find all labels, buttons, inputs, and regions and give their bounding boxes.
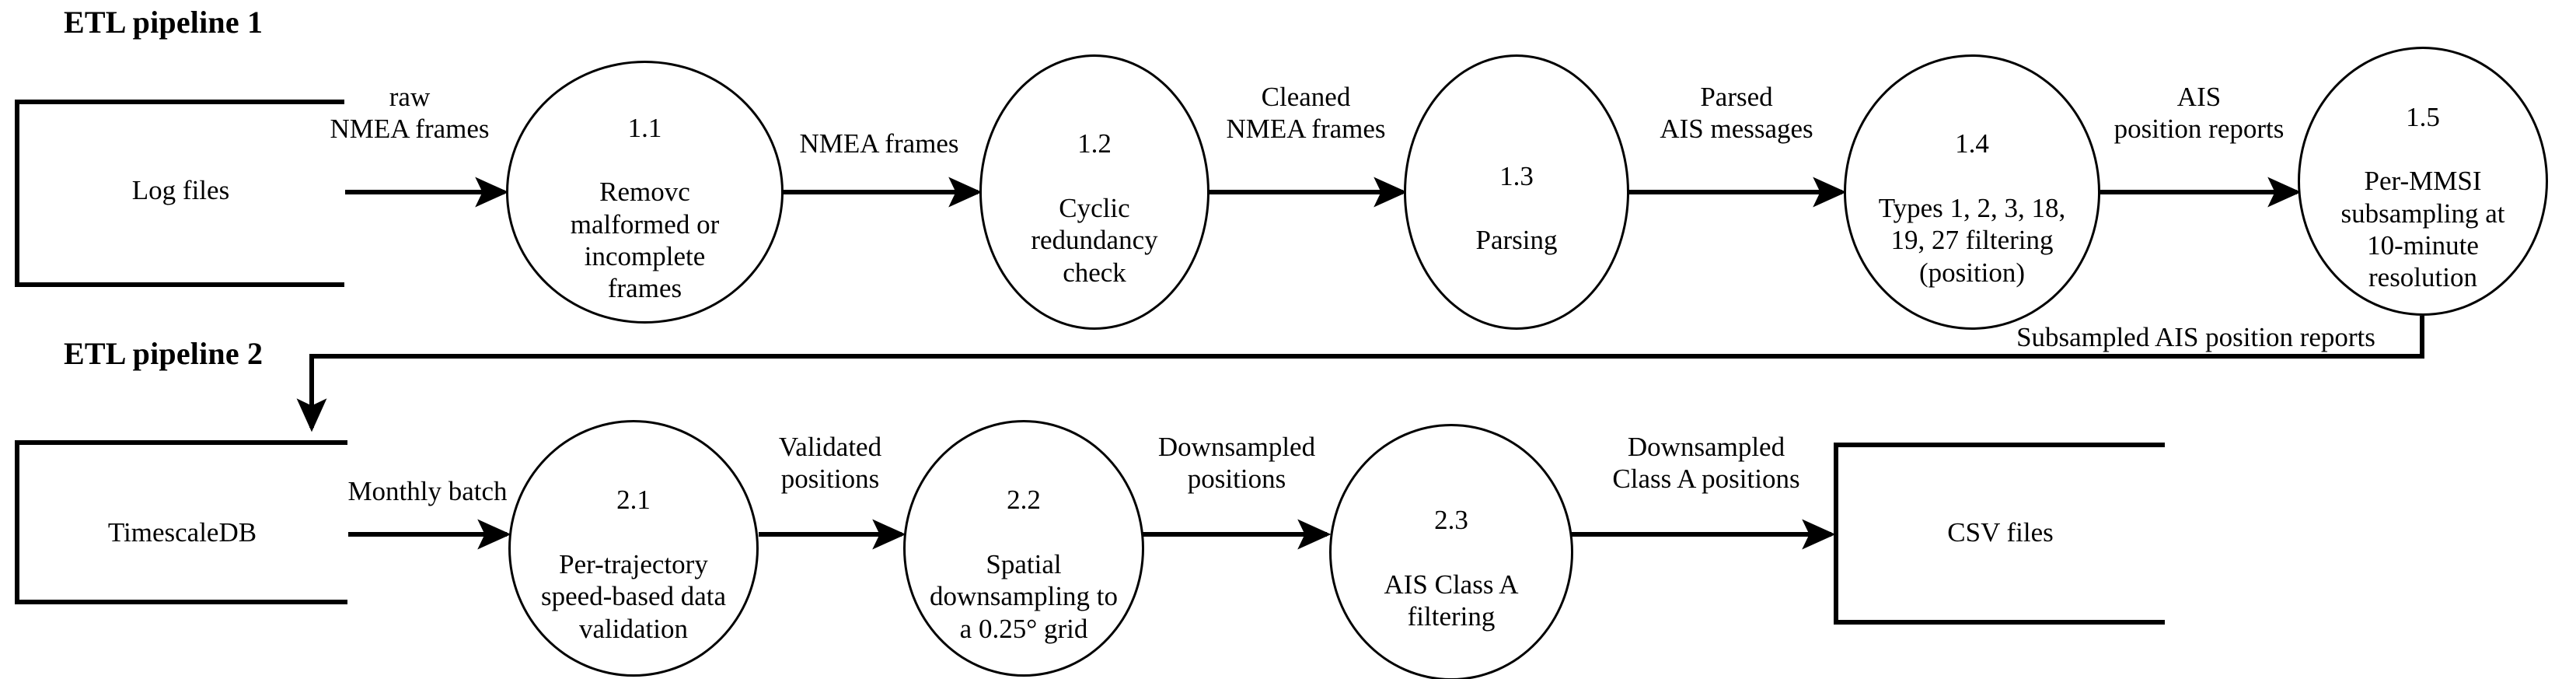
process-2-3-name: AIS Class A filtering <box>1384 569 1519 632</box>
process-1-1-name: Removc malformed or incomplete frames <box>570 177 720 304</box>
store-csv-files-label: CSV files <box>1947 517 2054 548</box>
process-1-5-text: 1.5 Per-MMSI subsampling at 10-minute re… <box>2337 68 2510 293</box>
process-2-1-name: Per-trajectory speed-based data validati… <box>540 549 727 644</box>
flow-label-downsampled-positions: Downsampled positions <box>1157 432 1316 494</box>
store-log-files-label: Log files <box>131 175 230 205</box>
process-2-2-text: 2.2 Spatial downsampling to a 0.25° grid <box>925 452 1122 645</box>
process-1-3-name: Parsing <box>1475 225 1558 256</box>
process-2-1-id: 2.1 <box>616 485 651 516</box>
pipeline-2-title: ETL pipeline 2 <box>64 336 264 371</box>
process-2-2-id: 2.2 <box>1007 485 1041 516</box>
process-1-5-per-mmsi-subsampling[interactable]: 1.5 Per-MMSI subsampling at 10-minute re… <box>2298 47 2548 316</box>
process-1-1-remove-malformed-frames[interactable]: 1.1 Removc malformed or incomplete frame… <box>506 61 784 324</box>
process-2-3-id: 2.3 <box>1434 505 1468 536</box>
store-timescaledb-label: TimescaleDB <box>107 517 257 548</box>
process-1-5-name: Per-MMSI subsampling at 10-minute resolu… <box>2340 166 2505 293</box>
flow-label-validated-positions: Validated positions <box>778 432 882 494</box>
flow-label-cleaned-nmea-frames: Cleaned NMEA frames <box>1226 82 1386 144</box>
process-2-3-text: 2.3 AIS Class A filtering <box>1379 472 1523 632</box>
process-1-4-name: Types 1, 2, 3, 18, 19, 27 filtering (pos… <box>1878 193 2066 288</box>
flow-label-parsed-ais-messages: Parsed AIS messages <box>1660 82 1813 144</box>
process-1-2-cyclic-redundancy-check[interactable]: 1.2 Cyclic redundancy check <box>979 54 1209 330</box>
process-2-1-text: 2.1 Per-trajectory speed-based data vali… <box>536 452 731 645</box>
process-2-1-speed-based-validation[interactable]: 2.1 Per-trajectory speed-based data vali… <box>508 420 759 677</box>
flow-label-subsampled-ais-position-reports: Subsampled AIS position reports <box>2016 322 2375 352</box>
process-2-2-name: Spatial downsampling to a 0.25° grid <box>929 549 1119 644</box>
process-2-2-spatial-downsampling[interactable]: 2.2 Spatial downsampling to a 0.25° grid <box>903 420 1144 677</box>
process-1-1-id: 1.1 <box>627 112 662 143</box>
process-1-1-text: 1.1 Removc malformed or incomplete frame… <box>566 79 724 304</box>
process-2-3-ais-class-a-filtering[interactable]: 2.3 AIS Class A filtering <box>1329 424 1573 679</box>
process-1-4-message-type-filtering[interactable]: 1.4 Types 1, 2, 3, 18, 19, 27 filtering … <box>1844 54 2100 330</box>
process-1-3-id: 1.3 <box>1499 160 1534 191</box>
flow-label-raw-nmea-frames: raw NMEA frames <box>330 82 490 144</box>
process-1-2-id: 1.2 <box>1077 128 1112 159</box>
process-1-4-text: 1.4 Types 1, 2, 3, 18, 19, 27 filtering … <box>1874 96 2071 289</box>
process-1-3-text: 1.3 Parsing <box>1471 128 1562 256</box>
flow-label-nmea-frames: NMEA frames <box>799 128 959 159</box>
flow-label-ais-position-reports: AIS position reports <box>2114 82 2285 144</box>
process-1-2-text: 1.2 Cyclic redundancy check <box>1026 96 1162 289</box>
process-1-5-id: 1.5 <box>2406 101 2440 132</box>
pipeline-1-title: ETL pipeline 1 <box>64 5 264 40</box>
flow-label-downsampled-class-a-positions: Downsampled Class A positions <box>1612 432 1800 494</box>
process-1-4-id: 1.4 <box>1955 128 1989 159</box>
flow-label-monthly-batch: Monthly batch <box>347 476 508 506</box>
process-1-3-parsing[interactable]: 1.3 Parsing <box>1404 54 1629 330</box>
process-1-2-name: Cyclic redundancy check <box>1031 193 1158 288</box>
